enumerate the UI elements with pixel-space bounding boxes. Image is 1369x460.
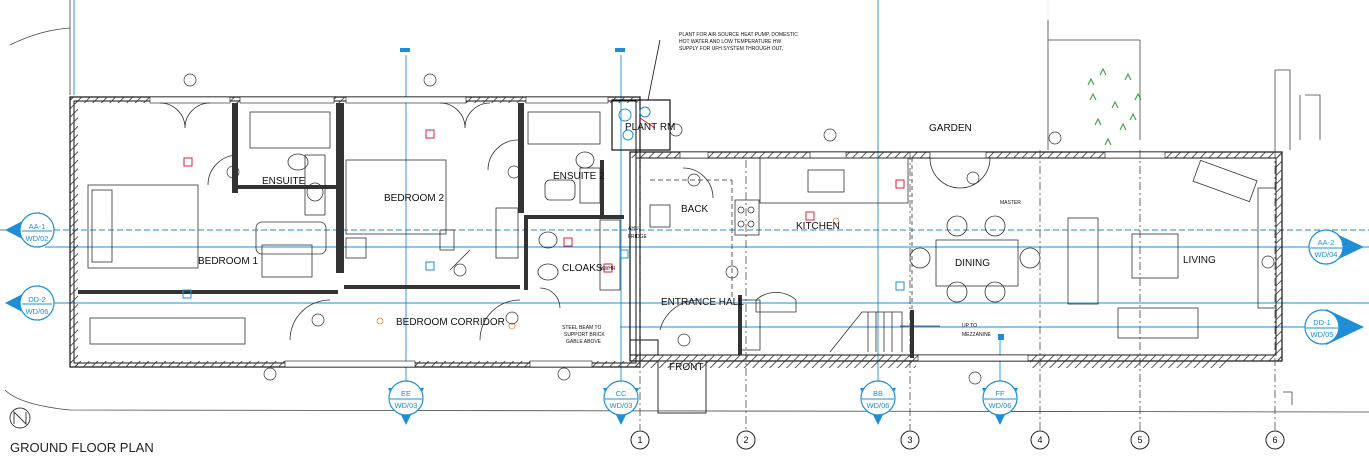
bedroom1-furniture [87, 102, 313, 345]
note-fridge: FRIDGE [628, 234, 648, 240]
section-cc-id: CC [616, 389, 627, 398]
section-aa1-ref: WD/02 [26, 234, 49, 243]
note-plant-1: PLANT FOR AIR SOURCE HEAT PUMP, DOMESTIC [679, 32, 798, 38]
grid-label-1: 1 [637, 435, 642, 445]
alarm-markers [183, 129, 905, 273]
note-plant-2: HOT WATER AND LOW TEMPERATURE HW [679, 39, 782, 45]
section-aa2-id: AA-2 [1318, 238, 1335, 247]
section-marker-aa2[interactable]: AA-2 WD/04 [1308, 229, 1364, 265]
plant-room [611, 39, 671, 151]
section-marker-ee[interactable]: EE WD/03 [388, 380, 424, 425]
note-plant-3: SUPPLY FOR UFH SYSTEM THROUGH OUT. [679, 46, 783, 52]
section-marker-cc[interactable]: CC WD/03 [603, 380, 639, 425]
left-wing-windows [149, 96, 609, 368]
room-label-plant-rm: PLANT RM [625, 122, 675, 133]
structural-grid [639, 150, 1276, 430]
section-ff-ref: WD/06 [989, 401, 1012, 410]
grid-label-4: 4 [1037, 435, 1042, 445]
section-marker-bb[interactable]: BB WD/06 [860, 380, 896, 425]
ensuite2-fixtures [527, 111, 601, 204]
note-master: MASTER [1000, 200, 1021, 206]
section-bb-ref: WD/06 [867, 401, 890, 410]
grid-bubble-3: 3 [900, 430, 920, 450]
room-label-garden: GARDEN [929, 123, 972, 134]
room-label-cloaks: CLOAKS [562, 263, 603, 274]
section-marker-aa1[interactable]: AA-1 WD/02 [5, 212, 55, 248]
note-hwhr: HWHR [600, 266, 616, 272]
grid-label-2: 2 [743, 435, 748, 445]
section-bb-id: BB [873, 389, 883, 398]
grid-label-3: 3 [907, 435, 912, 445]
reference-circles [183, 73, 1275, 385]
room-label-ensuite2: ENSUITE 2 [553, 171, 605, 182]
grid-bubble-2: 2 [736, 430, 756, 450]
living-furniture [1067, 159, 1277, 339]
room-label-bedroom2: BEDROOM 2 [384, 193, 444, 204]
room-label-ensuite: ENSUITE [262, 176, 306, 187]
bedroom2-furniture [345, 102, 519, 259]
section-dd1-id: DD-1 [1313, 318, 1331, 327]
section-aa1-id: AA-1 [29, 222, 46, 231]
grid-bubble-1: 1 [630, 430, 650, 450]
note-steel-3: GABLE ABOVE [566, 339, 602, 345]
corridor-doors [289, 249, 521, 341]
room-label-dining: DINING [955, 258, 990, 269]
blue-markers [182, 249, 905, 299]
section-dd2-ref: WD/06 [26, 307, 49, 316]
north-arrow-icon [9, 407, 31, 429]
room-label-kitchen: KITCHEN [796, 221, 840, 232]
room-label-bedroom1: BEDROOM 1 [198, 256, 258, 267]
room-label-bedroom-corridor: BEDROOM CORRIDOR [396, 317, 505, 328]
grid-bubble-5: 5 [1130, 430, 1150, 450]
garden-plants [1087, 67, 1142, 146]
grid-bubble-4: 4 [1030, 430, 1050, 450]
ensuite1-fixtures [249, 111, 331, 255]
grid-label-5: 5 [1137, 435, 1142, 445]
section-lines [0, 0, 1369, 385]
room-label-back: BACK [681, 204, 709, 215]
kitchen-fixtures [649, 157, 909, 300]
drawing-title: GROUND FLOOR PLAN [10, 440, 154, 455]
room-label-front: FRONT [669, 362, 703, 373]
note-steel-1: STEEL BEAM TO [562, 325, 601, 331]
note-mezz-2: MEZZANINE [962, 332, 992, 338]
section-marker-ff[interactable]: FF WD/06 [982, 380, 1018, 425]
dining-furniture [909, 157, 1041, 350]
grid-bubble-6: 6 [1265, 430, 1285, 450]
note-ahu: AHU [628, 226, 639, 232]
section-marker-dd1[interactable]: DD-1 WD/05 [1304, 309, 1364, 345]
section-marker-dd2[interactable]: DD-2 WD/06 [5, 285, 55, 321]
front-porch [657, 360, 707, 414]
note-mezz-1: UP TO [962, 323, 977, 329]
note-steel-2: SUPPORT BRICK [564, 332, 605, 338]
section-ee-id: EE [401, 389, 411, 398]
section-cc-ref: WD/03 [610, 401, 633, 410]
section-aa2-ref: WD/04 [1315, 250, 1338, 259]
grid-label-6: 6 [1272, 435, 1277, 445]
stairs [659, 291, 940, 353]
left-wing-walls [69, 96, 641, 368]
room-label-living: LIVING [1183, 255, 1216, 266]
section-ee-ref: WD/03 [395, 401, 418, 410]
section-ff-id: FF [995, 389, 1005, 398]
section-dd2-id: DD-2 [28, 295, 46, 304]
room-label-entrance-hall: ENTRANCE HALL [661, 297, 744, 308]
section-dd1-ref: WD/05 [1311, 330, 1334, 339]
light-markers [376, 217, 840, 330]
section-cut-marks [400, 48, 1004, 340]
